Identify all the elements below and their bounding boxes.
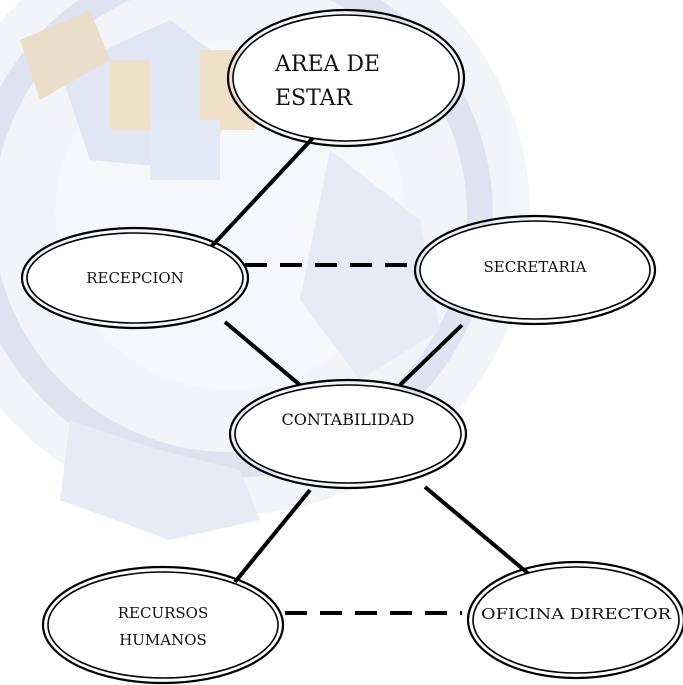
node-secretaria: SECRETARIA bbox=[413, 214, 657, 326]
node-label: OFICINA DIRECTOR bbox=[481, 605, 672, 623]
edge-contabilidad-oficina bbox=[423, 485, 532, 577]
node-label: RECEPCION bbox=[86, 269, 184, 287]
node-label: SECRETARIA bbox=[483, 258, 586, 276]
node-label: AREA DE bbox=[274, 52, 380, 77]
node-label: ESTAR bbox=[275, 86, 353, 111]
node-contabilidad: CONTABILIDAD bbox=[228, 378, 468, 490]
edge-area-recepcion bbox=[208, 123, 327, 250]
edge-secretaria-contabilidad bbox=[398, 323, 464, 387]
node-label: CONTABILIDAD bbox=[282, 410, 415, 429]
node-area-de-estar: AREA DE ESTAR bbox=[226, 8, 466, 148]
node-label: HUMANOS bbox=[119, 631, 207, 649]
edge-contabilidad-recursos bbox=[233, 488, 312, 584]
edge-layer bbox=[208, 123, 532, 615]
edge-recepcion-contabilidad bbox=[223, 320, 302, 387]
node-label: RECURSOS bbox=[118, 604, 209, 622]
node-recepcion: RECEPCION bbox=[20, 226, 250, 330]
node-recursos-humanos: RECURSOS HUMANOS bbox=[41, 565, 285, 685]
node-oficina-director: OFICINA DIRECTOR bbox=[466, 560, 683, 680]
